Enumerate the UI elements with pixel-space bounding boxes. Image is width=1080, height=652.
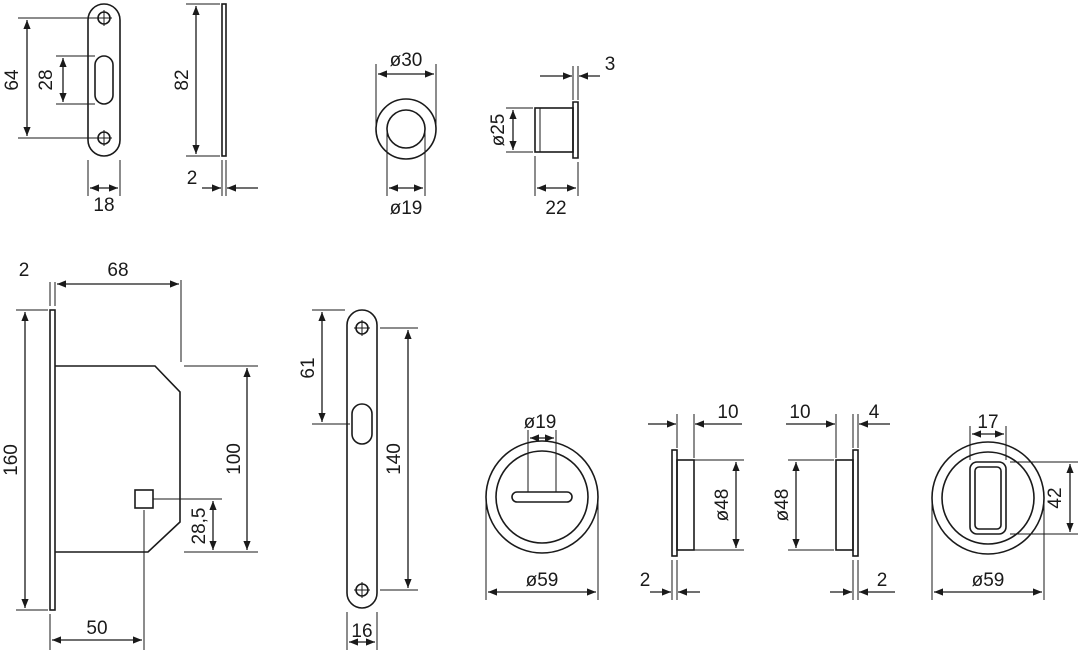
screw-hole-icon [96,130,112,146]
spindle-square [134,489,154,509]
rose-inner [941,451,1035,545]
side-plate: 82 2 [172,3,258,196]
dim-diameter-59: ø59 [972,570,1005,591]
ring-outer [375,98,437,160]
forend: 61 140 16 [298,309,418,650]
dim-height-160: 160 [1,444,22,476]
lock-body: 2 68 160 100 28,5 50 [1,260,258,650]
dim-height-64: 64 [2,69,23,91]
side-plate-outline [221,3,227,157]
pull-rose-side: 10 4 ø48 2 [772,402,895,600]
dim-height-82: 82 [172,69,193,90]
dim-diameter-48: ø48 [772,489,793,522]
strike-plate-outline [87,3,121,157]
dim-flange-4: 4 [869,402,880,423]
strike-plate: 64 28 18 [2,3,121,216]
rose-body [835,459,854,551]
dim-diameter-48: ø48 [712,489,733,522]
dim-thickness-2: 2 [187,168,198,189]
lock-case [55,365,181,553]
dim-diameter-19: ø19 [390,198,423,219]
dim-flange-2: 2 [640,570,651,591]
dim-diameter-30: ø30 [390,50,423,71]
dim-slot-28: 28 [36,69,57,90]
turn-rose-front: ø19 ø59 [485,412,599,600]
dim-length-140: 140 [384,443,405,475]
pull-grip [969,461,1007,535]
dim-flange-3: 3 [605,54,616,75]
turn-knob [511,491,573,503]
turn-rose-side: 10 ø48 2 [640,402,744,600]
rose-outer [485,440,599,554]
dim-width-16: 16 [351,621,372,642]
dim-depth-22: 22 [545,198,566,219]
dim-height-100: 100 [224,443,245,475]
dim-diameter-25: ø25 [488,114,509,147]
pull-grip-inner [974,466,1002,530]
flush-ring-side: ø25 3 22 [488,54,615,219]
dim-grip-17: 17 [977,412,998,433]
faceplate [49,309,56,611]
dim-grip-42: 42 [1045,487,1066,508]
rose-outer [931,441,1045,555]
screw-hole-icon [354,320,370,336]
dim-depth-68: 68 [107,260,128,281]
dim-top-61: 61 [298,357,319,378]
dim-diameter-19: ø19 [524,412,557,433]
latch-slot [351,403,373,445]
dim-width-18: 18 [93,195,114,216]
dim-depth-10: 10 [717,402,738,423]
dim-spindle-28-5: 28,5 [189,508,210,545]
pull-rose-front: 17 42 ø59 [931,412,1078,600]
ring-inner [386,109,426,149]
rose-flange [852,449,859,557]
ring-flange [572,101,579,159]
rose-inner [495,450,589,544]
strike-plate-slot [94,55,114,105]
screw-hole-icon [96,10,112,26]
dim-depth-10: 10 [789,402,810,423]
dim-diameter-59: ø59 [526,570,559,591]
dim-flange-2: 2 [877,570,888,591]
forend-outline [346,309,378,609]
rose-body [676,459,695,551]
screw-hole-icon [354,582,370,598]
dim-faceplate-2: 2 [19,260,30,281]
dim-backset-50: 50 [86,618,107,639]
ring-body [534,107,574,153]
flush-ring-front: ø30 ø19 [375,50,437,219]
